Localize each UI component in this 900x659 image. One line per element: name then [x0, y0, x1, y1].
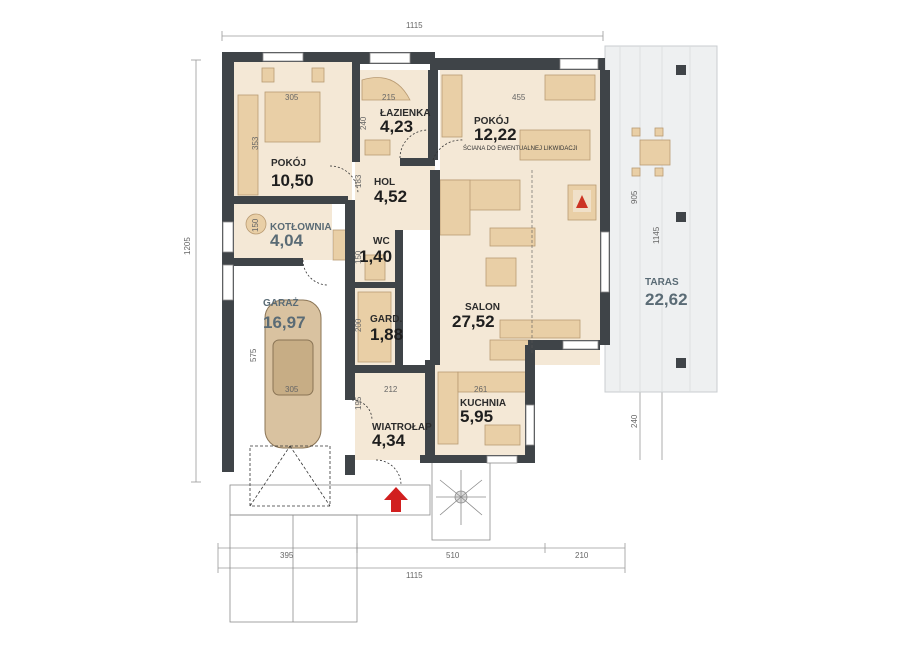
dim-wc-150: 150 — [354, 250, 363, 264]
desk — [544, 74, 596, 101]
car — [264, 299, 322, 449]
room-name-garaz: GARAŻ — [263, 296, 299, 309]
plant-icon — [436, 470, 486, 525]
dim-bottom-right: 210 — [575, 551, 589, 560]
room-name-pokoj2: POKÓJ — [474, 114, 509, 127]
dim-garaz-width: 305 — [285, 385, 299, 394]
armchair — [485, 257, 517, 287]
room-name-pokoj1: POKÓJ — [271, 156, 306, 169]
room-area-pokoj2: 12,22 — [474, 125, 517, 144]
room-area-hol: 4,52 — [374, 187, 407, 206]
room-area-kuchnia: 5,95 — [460, 407, 493, 426]
room-name-kuchnia: KUCHNIA — [460, 398, 506, 409]
dim-pokoj1-width: 305 — [285, 93, 299, 102]
dim-bottom-total: 1115 — [406, 571, 423, 580]
dim-hol-183: 183 — [354, 174, 363, 188]
room-name-wc: WC — [373, 236, 390, 247]
wardrobe-gard — [357, 291, 392, 363]
sofa-bed — [519, 129, 591, 161]
room-area-pokoj1: 10,50 — [271, 171, 314, 190]
removable-wall-note: ŚCIANA DO EWENTUALNEJ LIKWIDACJI — [463, 144, 578, 152]
dim-pokoj1-depth: 353 — [251, 136, 260, 150]
doors — [302, 129, 464, 486]
dim-bottom-mid: 510 — [446, 551, 460, 560]
room-area-wiatrolap: 4,34 — [372, 431, 406, 450]
room-name-lazienka: ŁAZIENKA — [380, 108, 431, 119]
bathtub — [361, 77, 411, 101]
paving — [229, 461, 491, 623]
dim-pokoj2-width: 455 — [512, 93, 526, 102]
room-area-lazienka: 4,23 — [380, 117, 413, 136]
dim-wiatrolap-212: 212 — [384, 385, 398, 394]
room-area-taras: 22,62 — [645, 290, 688, 309]
furniture — [237, 67, 597, 446]
toilet — [364, 254, 386, 281]
terrace — [604, 45, 718, 393]
room-area-wc: 1,40 — [359, 247, 392, 266]
fireplace-icon — [573, 190, 591, 212]
dim-lazienka-width: 215 — [382, 93, 396, 102]
bed — [264, 91, 321, 143]
dining-bench — [489, 339, 531, 361]
room-area-garaz: 16,97 — [263, 313, 306, 332]
dim-top-total: 1115 — [406, 21, 423, 30]
dim-gard-200: 200 — [354, 318, 363, 332]
dim-terrace-905: 905 — [630, 190, 639, 204]
room-name-hol: HOL — [374, 177, 395, 188]
room-name-wiatrolap: WIATROŁAP — [372, 422, 432, 433]
kitchen-counter — [437, 371, 459, 445]
shelf — [441, 74, 463, 138]
dim-lazienka-depth: 240 — [359, 116, 368, 130]
wardrobe — [237, 94, 259, 196]
windows — [222, 52, 610, 464]
dim-terrace-1145: 1145 — [652, 226, 661, 244]
room-name-salon: SALON — [465, 302, 500, 313]
dim-garaz-575: 575 — [249, 348, 258, 362]
walls — [222, 52, 610, 475]
room-name-taras: TARAS — [645, 277, 679, 288]
room-name-kotlownia: KOTŁOWNIA — [270, 222, 332, 233]
dim-wiatrolap-d: 195 — [354, 396, 363, 410]
room-area-kotlownia: 4,04 — [270, 231, 304, 250]
dim-terrace-240: 240 — [630, 414, 639, 428]
terrace-table — [631, 127, 671, 177]
dim-left-total: 1205 — [183, 237, 192, 255]
entry-arrow-icon — [384, 487, 408, 512]
water-heater — [245, 213, 267, 235]
room-area-salon: 27,52 — [452, 312, 495, 331]
dim-kuchnia-261: 261 — [474, 385, 488, 394]
garage-door — [249, 445, 331, 507]
coffee-table — [489, 227, 536, 247]
dim-bottom-left: 395 — [280, 551, 294, 560]
dimension-texts: 1115 1115 395 510 210 305 215 455 305 21… — [183, 21, 661, 580]
room-name-gard: GARD. — [370, 314, 402, 325]
dim-kotlownia-150: 150 — [251, 218, 260, 232]
room-area-gard: 1,88 — [370, 325, 403, 344]
